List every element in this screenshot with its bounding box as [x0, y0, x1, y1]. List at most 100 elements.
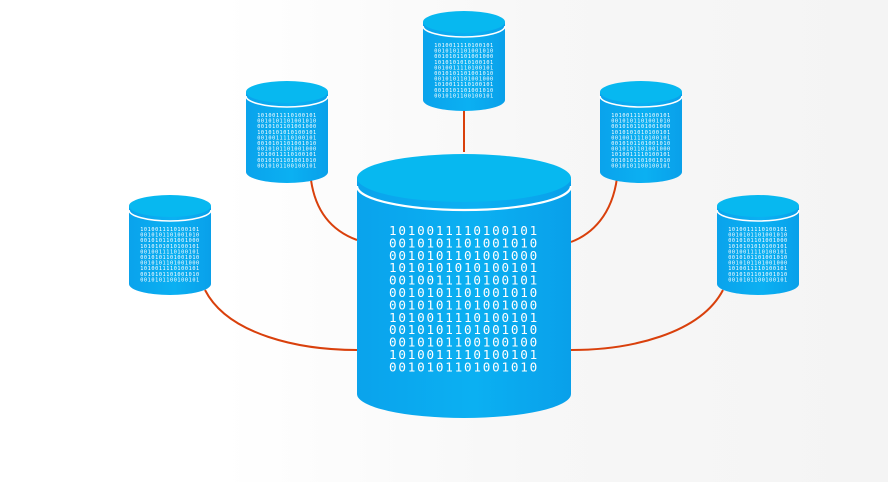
satellite-db-left-far-binary-line: 1010011110100101 [140, 227, 200, 233]
satellite-db-right-far-binary-line: 1010101010100101 [728, 244, 788, 250]
satellite-db-top-binary-line: 0010101100100101 [434, 93, 494, 99]
satellite-db-left-near-top [246, 81, 328, 103]
central-db-binary-line: 0010101101001010 [389, 359, 539, 374]
satellite-db-left-far-binary: 1010011110100101001010110100101000101011… [140, 227, 200, 283]
satellite-db-right-far-binary: 1010011110100101001010110100101000101011… [728, 227, 788, 283]
satellite-db-right-near-binary: 1010011110100101001010110100101000101011… [611, 113, 671, 169]
satellite-db-left-near-binary-line: 0010011110100101 [257, 135, 317, 141]
central-db-binary: 1010011110100101001010110100101000101011… [389, 223, 539, 374]
satellite-db-top-binary-line: 0010101101001010 [434, 71, 494, 77]
satellite-db-left-near-binary-line: 0010101101001010 [257, 141, 317, 147]
satellite-db-top-binary-line: 0010101101001010 [434, 49, 494, 55]
satellite-db-top-top [423, 11, 505, 33]
satellite-db-left-far-binary-line: 0010101101001010 [140, 255, 200, 261]
satellite-db-left-far-top [129, 195, 211, 217]
satellite-db-right-near-binary-line: 0010101100100101 [611, 163, 671, 169]
satellite-db-right-far-body [717, 206, 799, 295]
connector-right-near [570, 177, 618, 243]
satellite-db-top-binary-line: 1010011110100101 [434, 82, 494, 88]
satellite-db-right-near-binary-line: 0010101101001010 [611, 158, 671, 164]
satellite-db-left-far-binary-line: 0010101101001010 [140, 233, 200, 239]
satellite-db-left-near-binary-line: 1010101010100101 [257, 130, 317, 136]
satellite-db-right-near-body [600, 92, 682, 183]
satellite-db-left-far-binary-line: 0010101101001010 [140, 272, 200, 278]
central-db-binary-line: 1010011110100101 [389, 310, 539, 325]
connector-left-far [204, 289, 358, 351]
central-db-binary-line: 1010011110100101 [389, 347, 539, 362]
satellite-db-left-far-binary-line: 0010101101001000 [140, 261, 200, 267]
central-db-binary-line: 1010101010100101 [389, 260, 539, 275]
satellite-db-left-near-binary-line: 0010101101001000 [257, 124, 317, 130]
satellite-db-left-far-binary-line: 1010101010100101 [140, 244, 200, 250]
satellite-db-right-far-top [717, 195, 799, 217]
satellite-db-left-far-rim [128, 209, 212, 222]
satellite-db-top-binary-line: 1010011110100101 [434, 43, 494, 49]
satellite-db-left-near-binary-line: 1010011110100101 [257, 113, 317, 119]
central-db-binary-line: 0010101100100100 [389, 335, 539, 350]
satellite-db-right-far-rim [716, 209, 800, 222]
satellite-db-right-near-binary-line: 1010011110100101 [611, 152, 671, 158]
satellite-db-right-far-binary-line: 0010101101001010 [728, 272, 788, 278]
satellite-db-left-near-rim [245, 95, 329, 108]
satellite-db-left-near-binary-line: 1010011110100101 [257, 152, 317, 158]
satellite-db-top-binary-line: 0010101101001000 [434, 54, 494, 60]
satellite-db-right-far-binary-line: 0010101100100101 [728, 277, 788, 283]
satellite-db-right-far-binary-line: 0010101101001000 [728, 261, 788, 267]
satellite-db-right-far-binary-line: 0010011110100101 [728, 249, 788, 255]
connector-left-near [310, 179, 358, 241]
central-db: 1010011110100101001010110100101000101011… [355, 154, 573, 418]
satellite-db-left-near-binary-line: 0010101101001010 [257, 119, 317, 125]
satellite-db-right-near-binary-line: 0010101101001010 [611, 141, 671, 147]
satellite-databases: 1010011110100101001010110100101000101011… [128, 11, 800, 295]
satellite-db-top-binary-line: 0010101101001010 [434, 88, 494, 94]
satellite-db-left-near-binary: 1010011110100101001010110100101000101011… [257, 113, 317, 169]
central-database: 1010011110100101001010110100101000101011… [355, 154, 573, 418]
satellite-db-top: 1010011110100101001010110100101000101011… [422, 11, 506, 111]
satellite-db-left-near-binary-line: 0010101100100101 [257, 163, 317, 169]
satellite-db-right-far: 1010011110100101001010110100101000101011… [716, 195, 800, 295]
satellite-db-right-near-top [600, 81, 682, 103]
satellite-db-left-far-binary-line: 0010101101001000 [140, 238, 200, 244]
satellite-db-right-near-binary-line: 1010101010100101 [611, 130, 671, 136]
satellite-db-right-far-binary-line: 0010101101001000 [728, 238, 788, 244]
satellite-db-top-binary: 1010011110100101001010110100101000101011… [434, 43, 494, 99]
satellite-db-top-body [423, 22, 505, 111]
satellite-db-left-far-binary-line: 1010011110100101 [140, 266, 200, 272]
connector-right-far [570, 289, 724, 351]
central-db-top [357, 154, 571, 202]
satellite-db-right-near-rim [599, 95, 683, 108]
satellite-db-top-binary-line: 0010011110100101 [434, 65, 494, 71]
central-db-binary-line: 0010101101001010 [389, 285, 539, 300]
satellite-db-left-near-binary-line: 0010101101001010 [257, 158, 317, 164]
satellite-db-top-binary-line: 0010101101001000 [434, 77, 494, 83]
central-db-body [357, 178, 571, 418]
central-db-binary-line: 0010101101001010 [389, 322, 539, 337]
satellite-db-left-near-binary-line: 0010101101001000 [257, 147, 317, 153]
satellite-db-right-far-binary-line: 0010101101001010 [728, 233, 788, 239]
central-db-binary-line: 0010011110100101 [389, 273, 539, 288]
connectors [204, 108, 724, 351]
central-db-binary-line: 0010101101001010 [389, 235, 539, 250]
satellite-db-right-far-binary-line: 0010101101001010 [728, 255, 788, 261]
satellite-db-left-near: 1010011110100101001010110100101000101011… [245, 81, 329, 183]
satellite-db-right-near-binary-line: 0010101101001000 [611, 147, 671, 153]
satellite-db-top-binary-line: 1010101010100101 [434, 60, 494, 66]
satellite-db-left-far-binary-line: 0010101100100101 [140, 277, 200, 283]
satellite-db-right-near: 1010011110100101001010110100101000101011… [599, 81, 683, 183]
satellite-db-right-far-binary-line: 1010011110100101 [728, 266, 788, 272]
satellite-db-left-far: 1010011110100101001010110100101000101011… [128, 195, 212, 295]
satellite-db-right-far-binary-line: 1010011110100101 [728, 227, 788, 233]
satellite-db-left-far-body [129, 206, 211, 295]
satellite-db-left-near-body [246, 92, 328, 183]
satellite-db-right-near-binary-line: 0010011110100101 [611, 135, 671, 141]
central-db-binary-line: 0010101101001000 [389, 248, 539, 263]
central-db-rim [355, 185, 573, 212]
satellite-db-right-near-binary-line: 0010101101001010 [611, 119, 671, 125]
central-db-binary-line: 0010101101001000 [389, 297, 539, 312]
central-db-binary-line: 1010011110100101 [389, 223, 539, 238]
satellite-db-right-near-binary-line: 1010011110100101 [611, 113, 671, 119]
satellite-db-top-rim [422, 25, 506, 38]
satellite-db-right-near-binary-line: 0010101101001000 [611, 124, 671, 130]
